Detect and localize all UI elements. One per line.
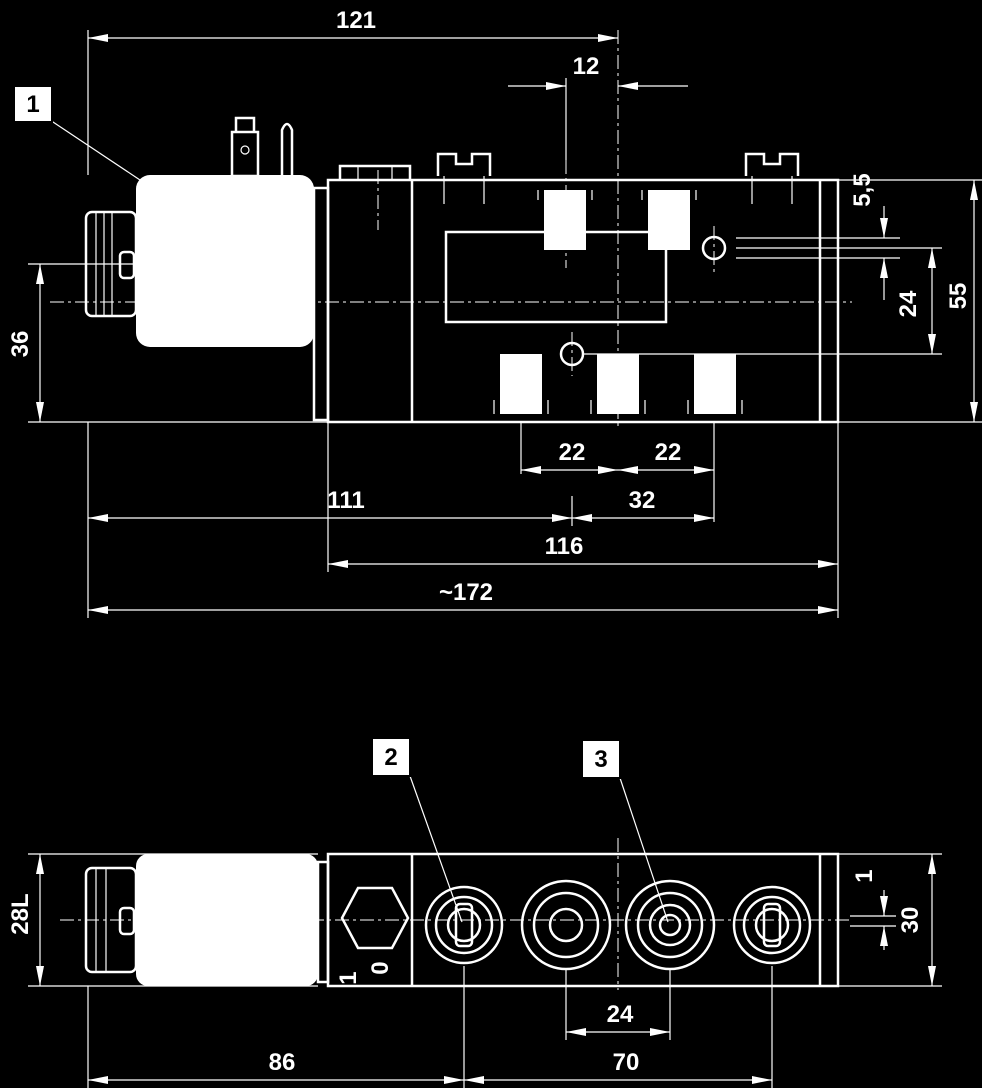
switch-mark-0: 0: [367, 961, 394, 974]
port-center: [520, 879, 612, 971]
solenoid-coil: [136, 175, 314, 347]
dim-86: 86: [269, 1049, 296, 1076]
dim-116: 116: [545, 533, 584, 560]
solenoid-connector: [230, 116, 294, 178]
port-block-bottom-1: [500, 354, 542, 414]
port-right: [732, 885, 812, 965]
dim-28L: 28L: [7, 893, 34, 934]
dim-172: ~172: [439, 579, 493, 606]
dim-1: 1: [851, 869, 878, 882]
switch-mark-1: 1: [335, 971, 362, 984]
dim-32: 32: [629, 487, 656, 514]
dim-55: 55: [945, 283, 972, 310]
port-2: [424, 885, 504, 965]
valve-body: [326, 178, 840, 424]
callout-3-box: [581, 739, 621, 779]
callout-2-box: [371, 737, 411, 777]
dim-5-5: 5,5: [849, 173, 876, 206]
adapter-plate: [312, 186, 330, 422]
dim-70: 70: [613, 1049, 640, 1076]
dim-36: 36: [7, 331, 34, 358]
dim-22-left: 22: [559, 439, 586, 466]
callout-1-box: [13, 85, 53, 123]
callout-2-label: 2: [384, 744, 397, 771]
port-block-top-right: [648, 190, 690, 250]
mounting-tab-2: [744, 152, 800, 204]
dim-22-right: 22: [655, 439, 682, 466]
dim-24-side: 24: [895, 290, 922, 317]
side-view: 121 12 55 5,5 24 36 22 22: [7, 7, 982, 618]
hex-nut-top: [338, 164, 412, 180]
dim-30: 30: [897, 907, 924, 934]
port-block-top-left: [544, 190, 586, 250]
dim-12: 12: [573, 53, 600, 80]
hex-plug: [340, 886, 410, 950]
plan-view: 1 0 28: [7, 737, 942, 1088]
mounting-tab-1: [436, 152, 492, 204]
plan-coil: [136, 854, 318, 986]
dim-24-bottom: 24: [607, 1001, 634, 1028]
dim-111: 111: [327, 487, 364, 514]
callout-1-label: 1: [26, 91, 39, 118]
port-block-bottom-3: [694, 354, 736, 414]
dim-121: 121: [336, 7, 376, 34]
port-3: [624, 879, 716, 971]
callout-3-label: 3: [594, 746, 607, 773]
